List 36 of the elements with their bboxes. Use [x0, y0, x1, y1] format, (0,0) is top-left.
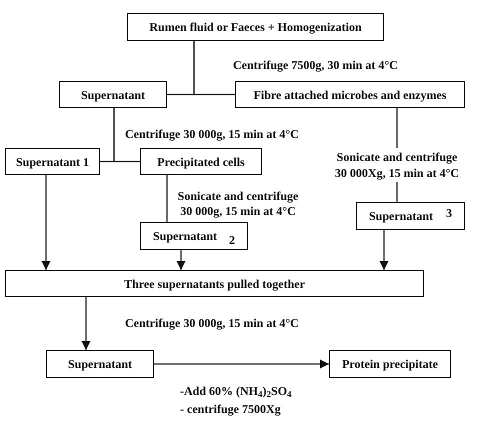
step-text: Precipitated cells: [157, 154, 245, 168]
arrow: [82, 297, 90, 350]
step-text: Supernatant 1: [16, 154, 89, 168]
process-box: [5, 270, 424, 297]
process-box: [140, 148, 262, 175]
process-box: [59, 81, 167, 108]
arrow: [176, 250, 186, 270]
arrow: [380, 230, 388, 270]
connector-line: [193, 41, 235, 96]
connector-line: [113, 108, 140, 162]
process-box: [329, 350, 451, 378]
step-note: Sonicate and centrifuge 30 000g, 15 min at 4°C: [178, 189, 298, 218]
step-note: Centrifuge 7500g, 30 min at 4°C: [233, 58, 398, 72]
step-note: - centrifuge 7500Xg: [180, 402, 281, 416]
index-number: 2: [229, 233, 235, 247]
step-text: Supernatant: [369, 209, 434, 223]
process-box: [140, 222, 248, 250]
step-text: Supernatant: [68, 357, 132, 371]
arrow: [42, 175, 50, 270]
index-number: 3: [446, 206, 452, 220]
process-box: [5, 148, 100, 175]
step-text: Fibre attached microbes and enzymes: [254, 88, 446, 102]
step-text: Three supernatants pulled together: [124, 276, 305, 290]
process-box: [127, 13, 384, 41]
step-note: Centrifuge 30 000g, 15 min at 4°C: [125, 127, 299, 141]
process-box: [356, 202, 465, 230]
step-note: -Add 60% (NH$_{4}$)$_{2}$SO$_{4}$: [180, 384, 292, 398]
arrow: [154, 360, 329, 368]
step-text: Supernatant: [153, 229, 218, 243]
step-note: Centrifuge 30 000g, 15 min at 4°C: [125, 316, 299, 330]
process-box: [235, 81, 465, 108]
process-box: [46, 350, 154, 378]
connector-line: [166, 175, 168, 222]
step-text: Rumen fluid or Faeces + Homogenization: [149, 20, 362, 34]
step-text: Supernatant: [80, 88, 145, 102]
step-text: Protein precipitate: [342, 357, 438, 371]
